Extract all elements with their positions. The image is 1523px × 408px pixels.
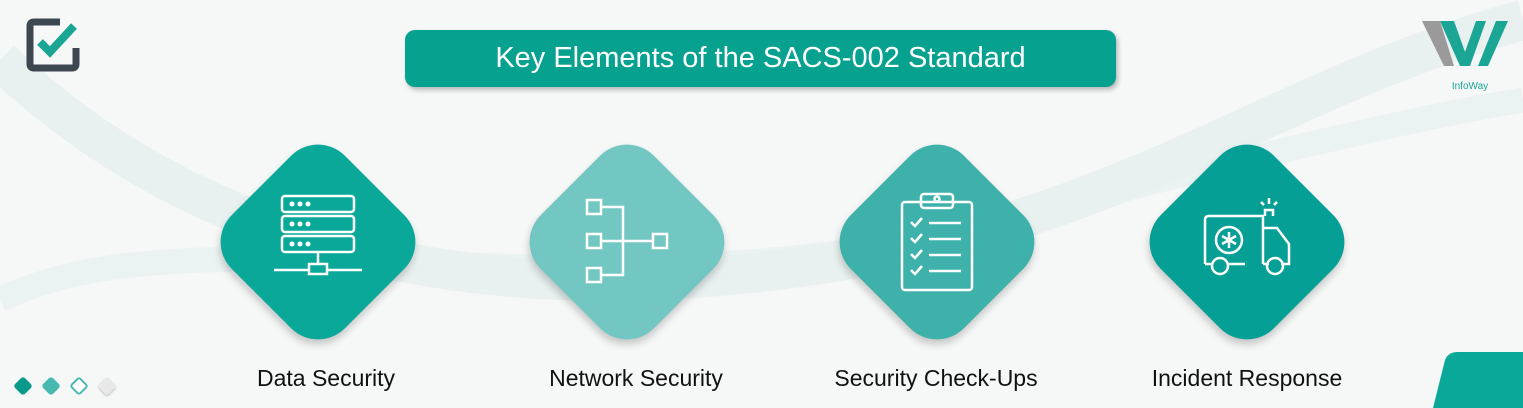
clipboard-checklist-icon [900, 192, 974, 292]
element-label: Network Security [549, 365, 723, 391]
checkbox-logo-icon [26, 18, 80, 72]
infoway-logo: InfoWay [1420, 16, 1510, 96]
page-title: Key Elements of the SACS-002 Standard [405, 30, 1116, 87]
ambulance-icon [1203, 198, 1291, 276]
element-label: Security Check-Ups [834, 365, 1038, 391]
network-hierarchy-icon [585, 198, 669, 284]
element-label: Data Security [256, 365, 396, 391]
server-network-icon [274, 194, 362, 276]
corner-decoration [1433, 352, 1523, 408]
element-label: Incident Response [1151, 365, 1343, 391]
